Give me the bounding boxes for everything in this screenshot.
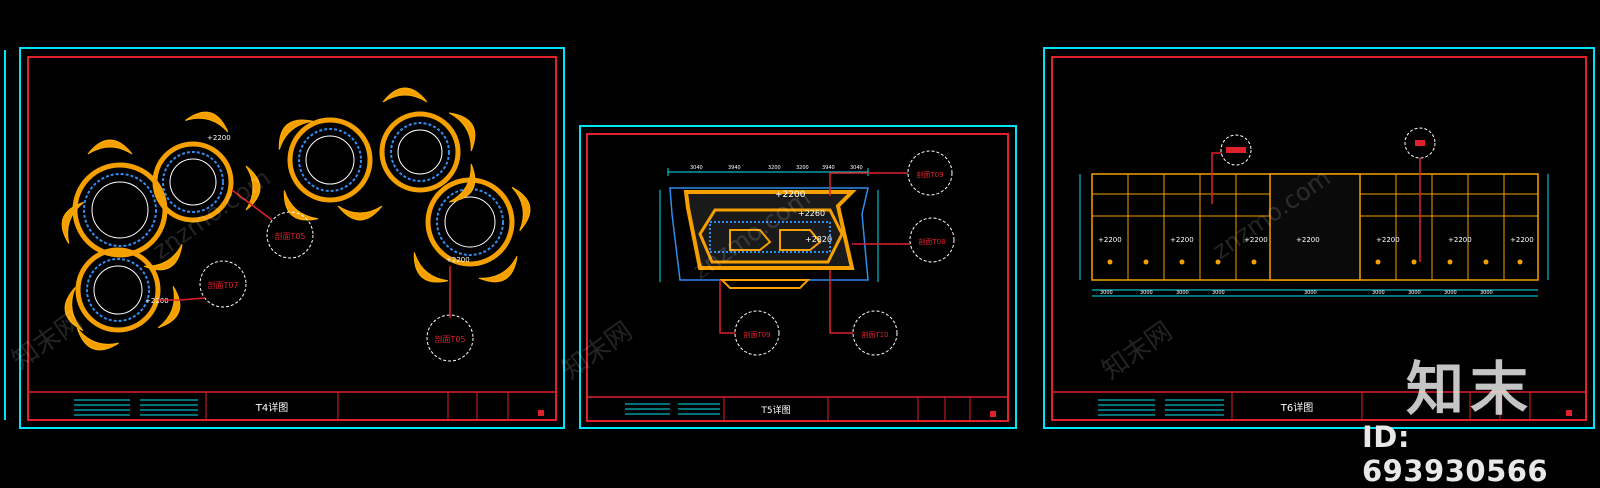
dim-label: 3000	[1372, 290, 1385, 296]
dim-label: +2200	[1376, 236, 1400, 244]
watermark-logo: 知末	[1406, 355, 1535, 423]
sheet-t4: T4详图	[19, 47, 565, 429]
svg-text:知末网: 知末网	[557, 316, 638, 385]
sheet-t4-title: T4详图	[255, 401, 288, 414]
sheet-t4-title-block: T4详图	[28, 391, 556, 420]
sheet-t6: T6详图 +2200	[1043, 47, 1595, 429]
dim-label: +2200	[207, 134, 231, 142]
dim-label: 3000	[1100, 290, 1113, 296]
svg-text:知末网: 知末网	[7, 306, 88, 375]
section-callout: 剖面T08	[852, 217, 955, 263]
svg-text:剖面T09: 剖面T09	[916, 170, 943, 179]
sheet-t5-title: T5详图	[760, 404, 790, 416]
section-callout: 剖面T09	[719, 280, 780, 356]
dim-label: +2260	[798, 209, 825, 218]
svg-text:剖面T05: 剖面T05	[274, 231, 305, 241]
cad-drawing-canvas: T4详图	[4, 47, 1595, 429]
sheet-t6-border	[1051, 56, 1587, 421]
sheet-t6-title: T6详图	[1280, 401, 1313, 414]
section-callout	[1211, 134, 1252, 204]
dim-label: +2200	[1448, 236, 1472, 244]
dim-label: 3040	[690, 165, 703, 171]
dim-label: 3000	[1176, 290, 1189, 296]
sheet-t5-title-block: T5详图	[587, 396, 1008, 421]
sheet-t6-title-block: T6详图	[1052, 391, 1586, 420]
section-callout: 剖面T09	[829, 150, 953, 196]
svg-text:剖面T07: 剖面T07	[207, 280, 238, 290]
sheet-t6-frame	[1043, 47, 1595, 429]
dim-label: 3000	[1140, 290, 1153, 296]
svg-text:剖面T08: 剖面T08	[918, 237, 945, 246]
section-callout: 剖面T07	[158, 260, 247, 308]
svg-text:剖面T05: 剖面T05	[434, 334, 465, 344]
dim-label: 3000	[1444, 290, 1457, 296]
dim-label: 3040	[850, 165, 863, 171]
section-callout: 剖面T10	[829, 270, 898, 356]
section-callout	[1404, 127, 1436, 262]
stage-plan	[659, 168, 879, 289]
sheet-t4-frame	[19, 47, 565, 429]
svg-text:剖面T10: 剖面T10	[861, 330, 888, 339]
dim-label: +2200	[145, 297, 169, 305]
section-callout: 剖面T05	[231, 189, 314, 259]
dim-label: +2200	[1170, 236, 1194, 244]
dim-label: +2820	[805, 235, 832, 244]
booth-elevation	[1079, 173, 1549, 297]
dim-label: +2200	[1510, 236, 1534, 244]
dim-label: 3000	[1408, 290, 1421, 296]
dim-label: +2200	[1244, 236, 1268, 244]
dim-label: +2200	[1296, 236, 1320, 244]
sheet-t5-frame	[579, 125, 1017, 429]
dim-label: 3000	[1480, 290, 1493, 296]
svg-text:知末网: 知末网	[1097, 316, 1178, 385]
dim-label: 3200	[796, 165, 809, 171]
dim-label: +2200	[775, 190, 806, 200]
sheet-t4-border	[27, 56, 557, 421]
dim-label: +2200	[446, 256, 470, 264]
svg-text:剖面T09: 剖面T09	[743, 330, 770, 339]
dim-label: +2200	[1098, 236, 1122, 244]
sheet-t5: T5详图 3040 3940 3200 3200 3940 3040 +2200…	[579, 125, 1017, 429]
dim-label: 3000	[1304, 290, 1317, 296]
section-callout: 剖面T05	[426, 266, 474, 362]
dim-label: 3940	[822, 165, 835, 171]
sheet-t5-border	[586, 133, 1009, 422]
dim-label: 3000	[1212, 290, 1225, 296]
dim-label: 3200	[768, 165, 781, 171]
dim-label: 3940	[728, 165, 741, 171]
ring-cluster	[55, 87, 535, 357]
